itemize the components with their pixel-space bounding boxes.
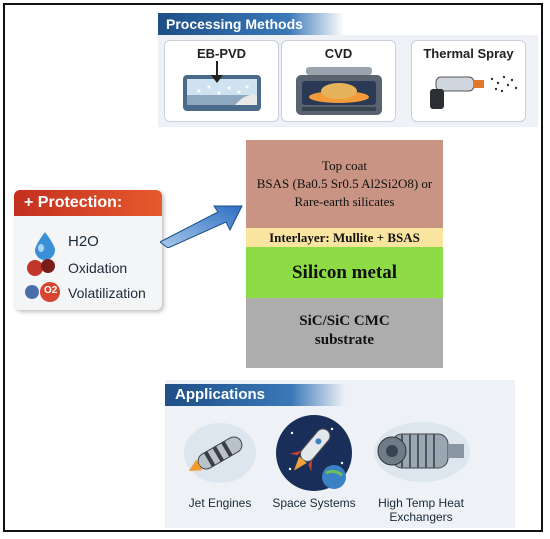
protection-volatilization: Volatilization bbox=[68, 285, 146, 301]
heat-exchanger-icon bbox=[374, 422, 470, 482]
top-coat-layer: Top coat BSAS (Ba0.5 Sr0.5 Al2Si2O8) or … bbox=[246, 140, 443, 228]
space-rocket-icon bbox=[276, 415, 352, 491]
top-coat-title: Top coat bbox=[322, 158, 367, 173]
applications-title: Applications bbox=[165, 384, 345, 406]
processing-title: Processing Methods bbox=[158, 13, 344, 35]
interlayer: Interlayer: Mullite + BSAS bbox=[246, 228, 443, 247]
protection-oxidation: Oxidation bbox=[68, 260, 128, 276]
eb-pvd-icon bbox=[183, 61, 261, 111]
jet-engine-icon bbox=[184, 423, 256, 483]
oxidation-molecule-icon bbox=[27, 259, 55, 276]
cvd-card: CVD bbox=[281, 40, 396, 122]
app-jet-engines: Jet Engines bbox=[188, 496, 252, 510]
eb-pvd-label: EB-PVD bbox=[196, 46, 247, 61]
substrate-line2: substrate bbox=[314, 332, 375, 348]
thermal-spray-gun-icon bbox=[430, 75, 518, 109]
protection-arrow-icon bbox=[160, 205, 243, 248]
cvd-label: CVD bbox=[324, 46, 353, 61]
o2-badge: O2 bbox=[44, 285, 58, 296]
water-drop-icon bbox=[35, 232, 55, 260]
app-heat-exchangers: High Temp Heat Exchangers bbox=[378, 496, 464, 524]
thermal-spray-label: Thermal Spray bbox=[423, 46, 514, 61]
top-coat-formula: BSAS (Ba0.5 Sr0.5 Al2Si2O8) or bbox=[256, 176, 433, 191]
substrate-line1: SiC/SiC CMC bbox=[299, 313, 390, 329]
protection-title: + Protection: bbox=[14, 190, 162, 216]
silicon-bond-layer: Silicon metal bbox=[246, 247, 443, 298]
eb-pvd-card: EB-PVD bbox=[164, 40, 279, 122]
substrate-layer: SiC/SiC CMC substrate bbox=[246, 298, 443, 368]
figure-frame bbox=[3, 3, 543, 532]
protection-h2o: H2O bbox=[68, 233, 99, 250]
top-coat-alt: Rare-earth silicates bbox=[294, 194, 395, 209]
o2-molecule-icon bbox=[25, 282, 60, 302]
cvd-icon bbox=[296, 67, 382, 115]
app-space-systems: Space Systems bbox=[272, 496, 356, 510]
thermal-spray-card: Thermal Spray bbox=[411, 40, 526, 122]
